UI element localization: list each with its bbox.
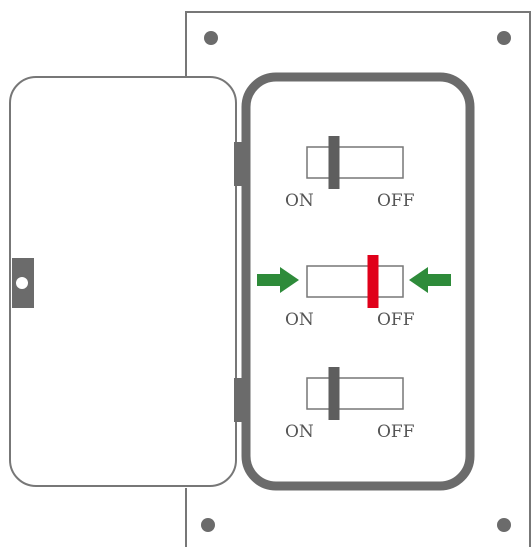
screw-top-left-icon: [204, 31, 218, 45]
switch-slot: [306, 146, 404, 179]
arrow-right-icon: [257, 267, 299, 293]
screw-bottom-left-icon: [201, 518, 215, 532]
switch-slot: [306, 265, 404, 298]
switch-on-label: ON: [285, 310, 314, 330]
panel-door[interactable]: [9, 76, 237, 487]
breaker-switch-1[interactable]: ON OFF: [285, 136, 415, 211]
mounting-plate: [185, 11, 531, 547]
breaker-switch-3[interactable]: ON OFF: [285, 367, 415, 442]
screw-top-right-icon: [497, 31, 511, 45]
latch-hole-icon: [16, 277, 28, 289]
switch-handle[interactable]: [328, 136, 340, 189]
switch-off-label: OFF: [377, 422, 415, 442]
switch-on-label: ON: [285, 422, 314, 442]
switch-handle[interactable]: [367, 255, 379, 308]
arrow-left-icon: [409, 267, 451, 293]
switch-off-label: OFF: [377, 191, 415, 211]
switch-slot: [306, 377, 404, 410]
switch-on-label: ON: [285, 191, 314, 211]
switch-handle[interactable]: [328, 367, 340, 420]
screw-bottom-right-icon: [497, 518, 511, 532]
breaker-switch-2[interactable]: ON OFF: [285, 255, 415, 330]
switch-off-label: OFF: [377, 310, 415, 330]
